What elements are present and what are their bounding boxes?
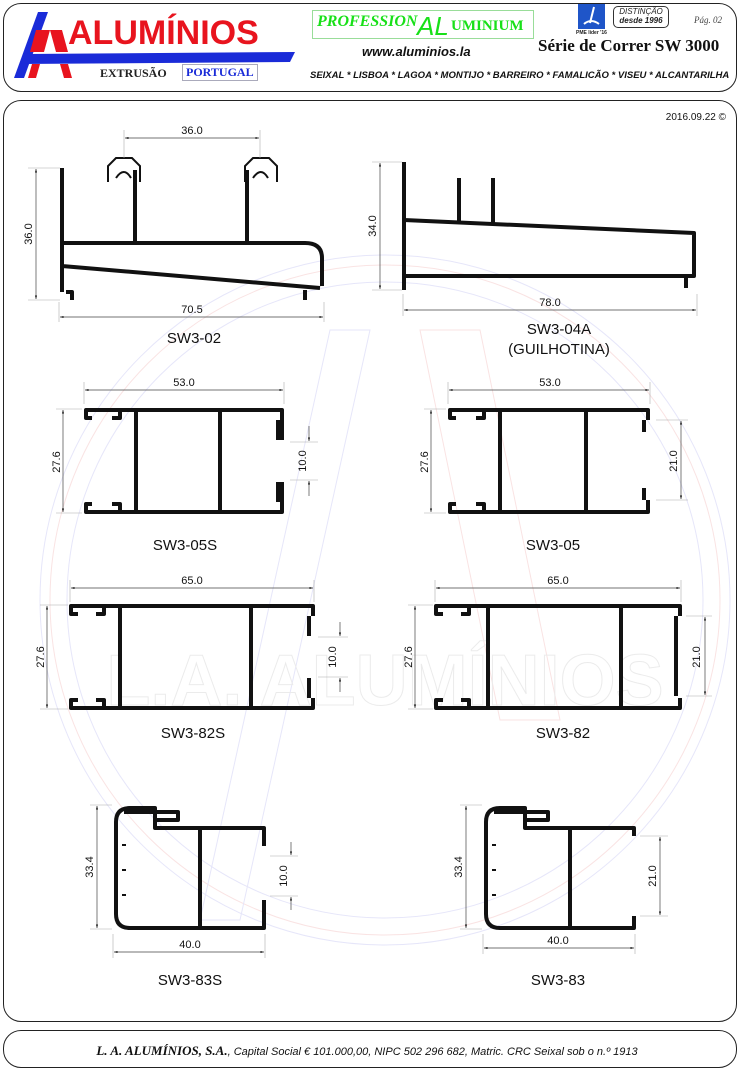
dim-height: 27.6 bbox=[419, 451, 431, 472]
profile-sw3-83: 33.4 21.0 40.0 SW3-83 bbox=[453, 804, 668, 989]
portugal-label: PORTUGAL bbox=[182, 64, 258, 81]
profile-sw3-83s: 33.4 10.0 40.0 SW3-83S bbox=[84, 804, 298, 989]
professional-aluminium-logo: PROFESSION AL UMINIUM bbox=[312, 10, 534, 41]
locations-list: SEIXAL * LISBOA * LAGOA * MONTIJO * BARR… bbox=[310, 70, 730, 81]
dim-top: 36.0 bbox=[181, 125, 202, 137]
profile-code: SW3-82S bbox=[161, 725, 225, 742]
dim-height: 34.0 bbox=[367, 215, 379, 236]
profile-sw3-05s: 53.0 27.6 10.0 SW3-05S bbox=[51, 377, 318, 554]
distinction-line1: DISTINÇÃO bbox=[619, 7, 663, 16]
extrusao-label: EXTRUSÃO bbox=[100, 66, 167, 80]
dim-width: 65.0 bbox=[181, 575, 202, 587]
main-panel bbox=[3, 100, 737, 1022]
profile-code: SW3-02 bbox=[167, 330, 221, 347]
distinction-badge: DISTINÇÃO desde 1996 bbox=[613, 6, 669, 28]
footer-text: L. A. ALUMÍNIOS, S.A., Capital Social € … bbox=[0, 1043, 734, 1059]
dim-opening: 21.0 bbox=[691, 646, 703, 667]
professional-part3: UMINIUM bbox=[451, 18, 524, 34]
page-number: Pág. 02 bbox=[694, 15, 722, 25]
profile-code: SW3-82 bbox=[536, 725, 590, 742]
dim-width: 53.0 bbox=[539, 377, 560, 389]
revision-date: 2016.09.22 © bbox=[665, 112, 726, 123]
la-logo-icon bbox=[14, 12, 295, 78]
profile-code: SW3-04A bbox=[527, 321, 591, 338]
dim-height: 33.4 bbox=[84, 856, 96, 877]
dim-width: 70.5 bbox=[181, 304, 202, 316]
dim-opening: 10.0 bbox=[327, 646, 339, 667]
profile-sw3-05: 53.0 27.6 21.0 SW3-05 bbox=[419, 377, 688, 554]
professional-part2: AL bbox=[417, 11, 449, 41]
dim-height: 27.6 bbox=[35, 646, 47, 667]
profile-sw3-82: 65.0 27.6 21.0 SW3-82 bbox=[403, 575, 712, 742]
website-link[interactable]: www.aluminios.la bbox=[362, 44, 471, 59]
footer bbox=[3, 1030, 737, 1068]
series-title: Série de Correr SW 3000 bbox=[538, 36, 720, 55]
pme-lider-icon bbox=[578, 4, 605, 29]
profile-subtitle: (GUILHOTINA) bbox=[508, 341, 610, 358]
profile-code: SW3-05S bbox=[153, 537, 217, 554]
profile-code: SW3-83S bbox=[158, 972, 222, 989]
dim-width: 65.0 bbox=[547, 575, 568, 587]
company-details: , Capital Social € 101.000,00, NIPC 502 … bbox=[227, 1046, 638, 1058]
watermark: L.A. ALUMÍNIOS bbox=[39, 254, 731, 946]
profile-sw3-82s: 65.0 27.6 10.0 SW3-82S bbox=[35, 575, 348, 742]
dim-height: 33.4 bbox=[453, 856, 465, 877]
dim-opening: 21.0 bbox=[647, 865, 659, 886]
dim-width: 78.0 bbox=[539, 297, 560, 309]
professional-part1: PROFESSION bbox=[317, 13, 418, 30]
pme-lider-label: PME líder '16 bbox=[576, 30, 607, 36]
profile-sw3-04a: 34.0 78.0 SW3-04A (GUILHOTINA) bbox=[367, 161, 698, 358]
company-name: L. A. ALUMÍNIOS, S.A. bbox=[96, 1043, 228, 1058]
dim-height: 36.0 bbox=[23, 223, 35, 244]
header bbox=[3, 3, 737, 92]
distinction-line2: desde 1996 bbox=[619, 16, 663, 25]
profile-code: SW3-05 bbox=[526, 537, 580, 554]
dim-width: 53.0 bbox=[173, 377, 194, 389]
dim-opening: 21.0 bbox=[668, 450, 680, 471]
brand-name: ALUMÍNIOS bbox=[68, 14, 259, 52]
dim-width: 40.0 bbox=[179, 939, 200, 951]
dim-opening: 10.0 bbox=[278, 865, 290, 886]
dim-height: 27.6 bbox=[403, 646, 415, 667]
dim-height: 27.6 bbox=[51, 451, 63, 472]
dim-opening: 10.0 bbox=[297, 450, 309, 471]
profile-code: SW3-83 bbox=[531, 972, 585, 989]
profile-sw3-02: 36.0 36.0 70.5 SW3-02 bbox=[23, 125, 325, 347]
dim-width: 40.0 bbox=[547, 935, 568, 947]
